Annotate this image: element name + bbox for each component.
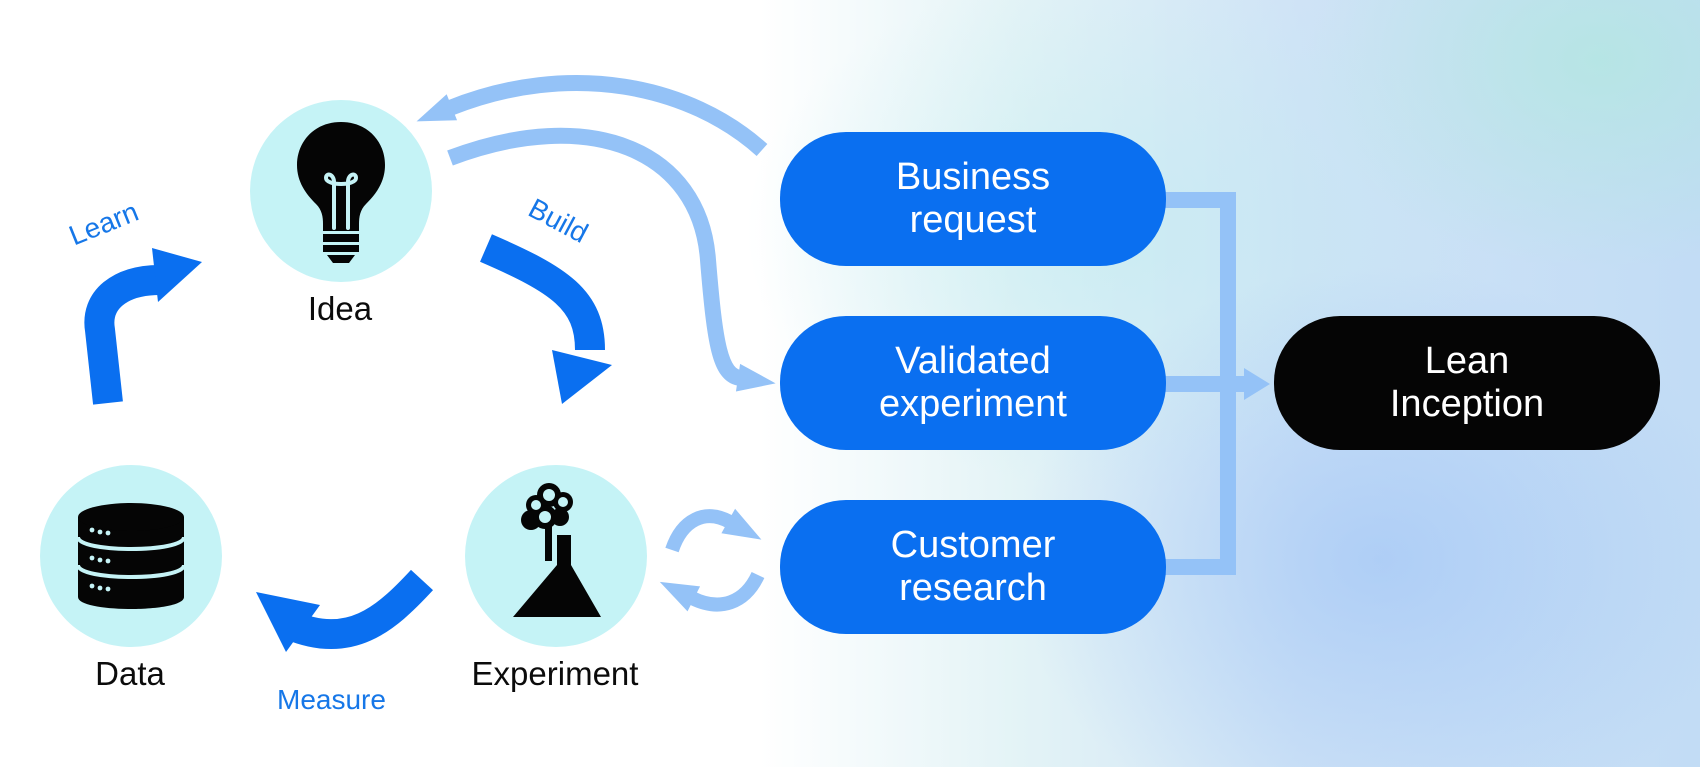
measure-label: Measure <box>277 684 386 715</box>
experiment-label: Experiment <box>471 655 639 692</box>
learn-arrowhead <box>152 248 202 302</box>
measure-arrowhead <box>256 592 320 652</box>
idea-label: Idea <box>307 290 373 327</box>
measure-arrow <box>284 569 434 650</box>
validated-experiment-line-2: experiment <box>879 383 1067 425</box>
flask-icon <box>513 483 601 617</box>
business-request-line-1: Business <box>895 156 1051 198</box>
business-request-pill: Business request <box>780 132 1166 266</box>
learn-arrow <box>84 265 161 405</box>
lightbulb-icon <box>297 122 385 263</box>
merge-bracket <box>1163 192 1246 575</box>
exchange-arrow-to-research <box>665 508 762 553</box>
customer-research-line-1: Customer <box>890 524 1056 566</box>
customer-research-pill: Customer research <box>780 500 1166 634</box>
lean-inception-pill: Lean Inception <box>1274 316 1660 450</box>
data-node-circle <box>40 465 222 647</box>
validated-experiment-pill: Validated experiment <box>780 316 1166 450</box>
merge-arrowhead <box>1244 368 1270 400</box>
database-icon <box>76 503 186 609</box>
build-arrowhead <box>552 350 612 404</box>
arrow-business-request-to-idea <box>416 75 768 156</box>
experiment-node-circle <box>465 465 647 647</box>
exchange-arrow-to-experiment <box>659 571 765 612</box>
lean-inception-line-2: Inception <box>1389 383 1545 425</box>
business-request-line-2: request <box>909 199 1037 241</box>
validated-experiment-line-1: Validated <box>895 340 1051 382</box>
build-arrow <box>480 234 605 351</box>
customer-research-line-2: research <box>899 567 1047 609</box>
data-label: Data <box>95 655 165 692</box>
lean-inception-line-1: Lean <box>1424 340 1510 382</box>
arrow-idea-to-validated-experiment <box>447 127 776 392</box>
idea-node-circle <box>250 100 432 282</box>
